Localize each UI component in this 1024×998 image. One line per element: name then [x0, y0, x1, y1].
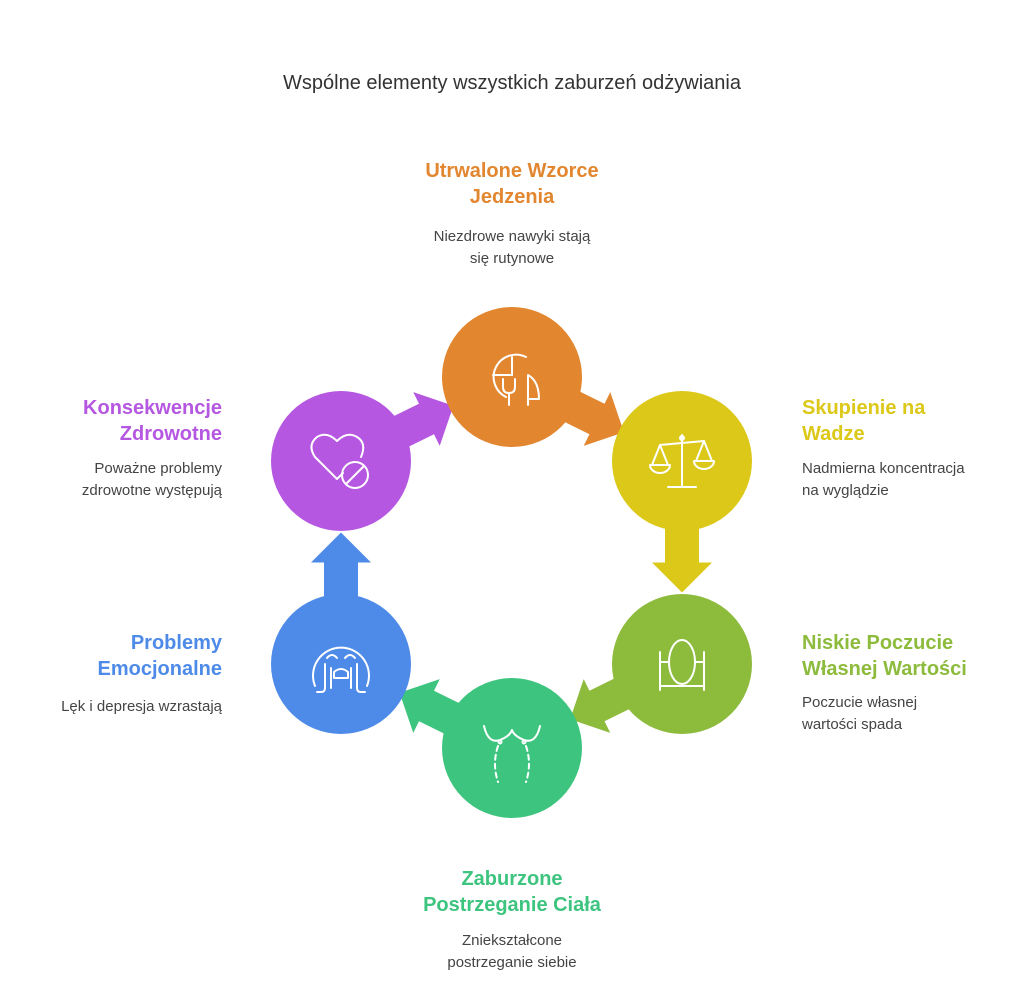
- step-desc-health-consequences: Poważne problemy zdrowotne występują: [12, 458, 222, 502]
- cycle-icons: [310, 353, 715, 783]
- node-eating-patterns: [442, 307, 582, 447]
- step-desc-line: Poważne problemy: [94, 460, 222, 477]
- step-title-line: Własnej Wartości: [802, 658, 967, 680]
- step-desc-line: wartości spada: [802, 716, 903, 733]
- step-desc-body-perception: Zniekształcone postrzeganie siebie: [312, 930, 712, 974]
- heart-prohibited-icon: [310, 433, 369, 489]
- step-desc-line: się rutynowe: [469, 250, 555, 267]
- step-title-line: Zdrowotne: [119, 423, 222, 445]
- step-desc-weight-focus: Nadmierna koncentracja na wyglądzie: [802, 458, 1012, 502]
- node-low-self-esteem: [612, 594, 752, 734]
- node-emotional-problems: [271, 594, 411, 734]
- step-title-line: Utrwalone Wzorce: [425, 160, 599, 182]
- step-title-line: Wadze: [802, 423, 865, 445]
- step-title-line: Niskie Poczucie: [802, 632, 954, 654]
- cycle-nodes: [271, 307, 752, 818]
- step-desc-line: Lęk i depresja wzrastają: [61, 698, 222, 715]
- clock-cutlery-icon: [492, 353, 540, 406]
- step-title-line: Konsekwencje: [83, 397, 222, 419]
- step-title-line: Jedzenia: [469, 186, 555, 208]
- step-desc-low-self-esteem: Poczucie własnej wartości spada: [802, 692, 1012, 736]
- step-desc-eating-patterns: Niezdrowe nawyki stają się rutynowe: [312, 226, 712, 270]
- step-desc-emotional-problems: Lęk i depresja wzrastają: [12, 696, 222, 718]
- step-title-line: Emocjonalne: [97, 658, 222, 680]
- scale-icon: [649, 434, 715, 488]
- step-desc-line: Nadmierna koncentracja: [802, 460, 965, 477]
- step-desc-line: postrzeganie siebie: [447, 954, 577, 971]
- crying-face-icon: [312, 646, 370, 693]
- step-desc-line: na wyglądzie: [802, 482, 889, 499]
- step-title-line: Postrzeganie Ciała: [423, 894, 601, 916]
- step-desc-line: zdrowotne występują: [81, 482, 222, 499]
- step-title-weight-focus: Skupienie na Wadze: [802, 395, 1012, 447]
- step-desc-line: Poczucie własnej: [802, 694, 918, 711]
- step-title-line: Zaburzone: [461, 868, 563, 890]
- step-desc-line: Zniekształcone: [461, 932, 563, 949]
- body-icon: [483, 725, 541, 783]
- page-title: Wspólne elementy wszystkich zaburzeń odż…: [283, 72, 741, 94]
- step-desc-line: Niezdrowe nawyki stają: [433, 228, 591, 245]
- node-body-perception: [442, 678, 582, 818]
- step-title-line: Skupienie na: [802, 397, 926, 419]
- node-health-consequences: [271, 391, 411, 531]
- step-title-line: Problemy: [130, 632, 222, 654]
- mirror-icon: [659, 639, 705, 691]
